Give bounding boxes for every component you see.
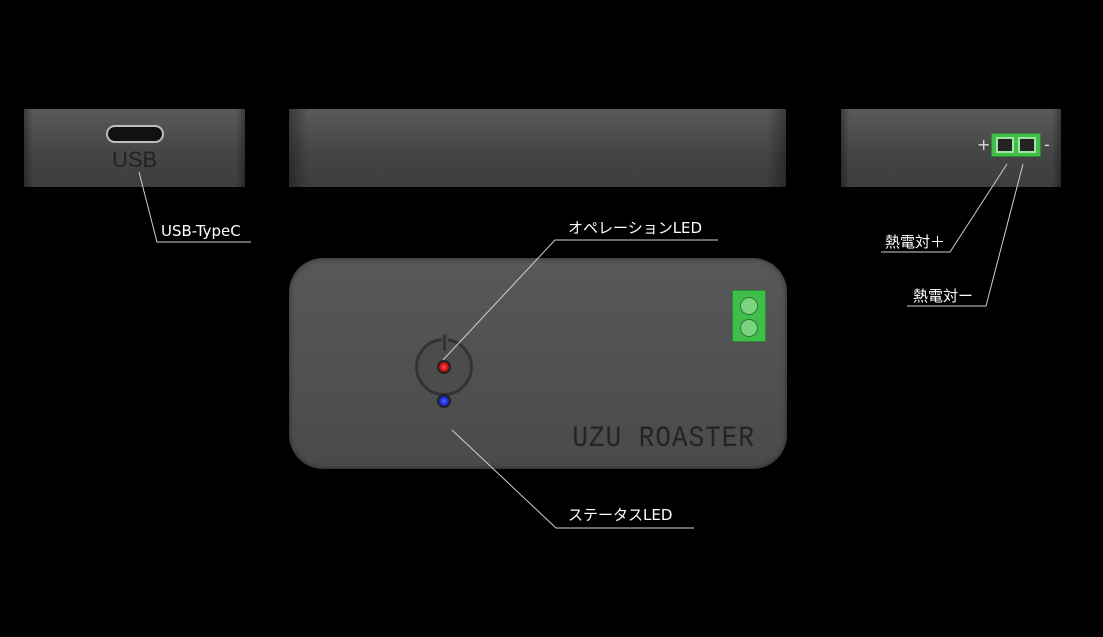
side-view-plain bbox=[289, 109, 786, 187]
callout-usb: USB-TypeC bbox=[161, 222, 241, 240]
callout-thermocouple-minus: 熱電対ー bbox=[913, 287, 974, 305]
terminal-minus-sign: - bbox=[1044, 135, 1050, 154]
callout-line-thermocouple-minus bbox=[907, 163, 1024, 307]
callout-line-operation-led bbox=[442, 239, 718, 361]
screw-icon bbox=[740, 297, 758, 315]
callout-thermocouple-plus: 熱電対＋ bbox=[885, 233, 946, 251]
side-view-usb: USB bbox=[24, 109, 245, 187]
usb-port-icon bbox=[106, 125, 164, 143]
terminal-plus-sign: + bbox=[977, 135, 991, 154]
callout-status-led: ステータスLED bbox=[568, 506, 673, 524]
callout-line-status-led bbox=[451, 429, 694, 529]
callout-operation-led: オペレーションLED bbox=[568, 219, 703, 237]
callout-line-thermocouple-plus bbox=[881, 163, 1008, 253]
terminal-block-icon bbox=[991, 133, 1041, 157]
screw-icon bbox=[740, 319, 758, 337]
status-led-icon bbox=[437, 394, 451, 408]
terminal-slot-icon bbox=[996, 137, 1014, 153]
terminal-slot-icon bbox=[1018, 137, 1036, 153]
brand-label: UZU ROASTER bbox=[572, 420, 755, 456]
side-view-thermocouple: + - bbox=[841, 109, 1061, 187]
terminal-block-top-icon bbox=[732, 290, 766, 342]
usb-port-label: USB bbox=[112, 147, 158, 172]
callout-line-usb bbox=[138, 171, 251, 243]
top-view-case: UZU ROASTER bbox=[289, 258, 787, 469]
operation-led-icon bbox=[437, 360, 451, 374]
